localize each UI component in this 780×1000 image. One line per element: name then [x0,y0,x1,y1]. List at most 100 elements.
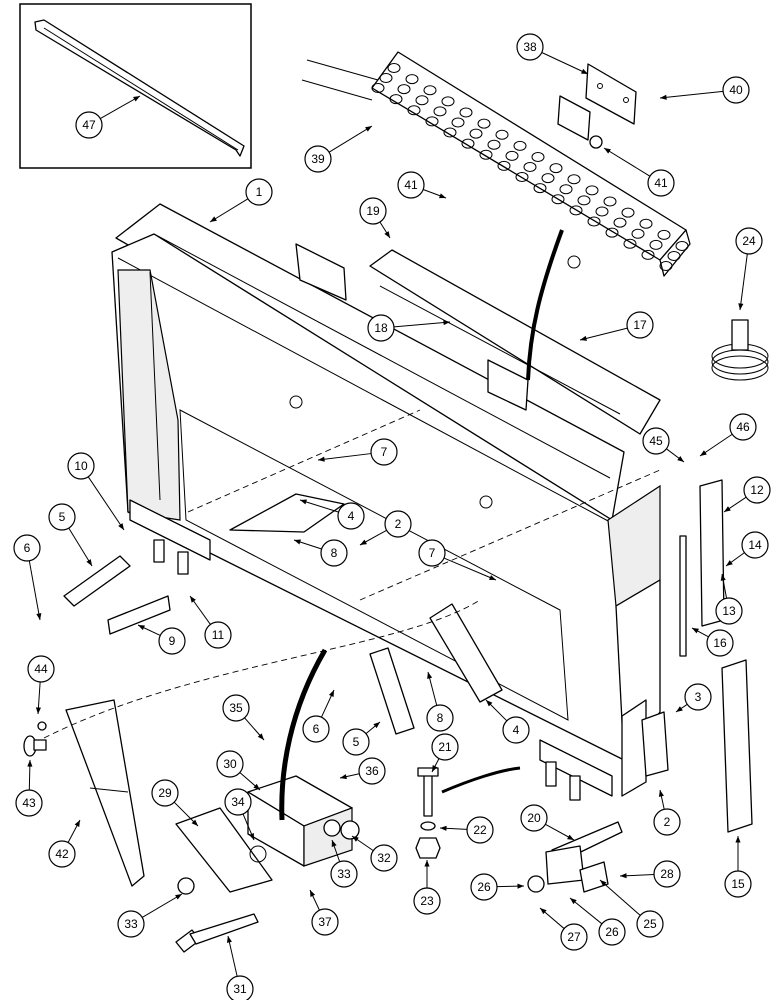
callout-circle [48,503,76,531]
callout-number: 18 [374,321,388,335]
callout-arrowhead [27,760,33,767]
callout-c5a: 5 [48,503,93,567]
callout-number: 21 [438,740,452,754]
callout-arrowhead [253,783,260,790]
callout-number: 30 [223,757,237,771]
callout-arrowhead [692,628,699,634]
callout-circle [729,413,757,441]
callout-c5b: 5 [342,721,381,756]
callout-arrowhead [300,499,307,505]
callout-circle [413,887,441,915]
callout-c36: 36 [339,757,386,785]
callout-c39: 39 [304,125,373,173]
callout-c7b: 7 [418,539,497,581]
callout-circle [320,539,348,567]
callout-number: 25 [643,917,657,931]
callout-arrowhead [191,819,198,826]
callout-circle [724,870,752,898]
callout-circle [224,788,252,816]
callout-c26b: 26 [569,897,626,946]
callout-arrowhead [486,700,493,707]
callout-c6a: 6 [13,534,42,621]
callout-c2a: 2 [359,510,412,546]
callout-c8a: 8 [293,539,348,567]
callout-layer: 1223445566778891011121314151617181920212… [13,33,771,1000]
callout-circle [653,808,681,836]
callout-c27: 27 [539,907,588,951]
callout-circle [647,169,675,197]
callout-circle [75,111,103,139]
callout-leader [599,879,641,916]
plate-hole [667,251,681,261]
plate-hole [551,194,565,205]
callout-number: 41 [654,176,668,190]
callout-circle [367,314,395,342]
callout-arrowhead [443,319,450,326]
bar-9 [107,595,171,635]
callout-arrowhead [210,216,217,222]
callout-arrowhead [318,456,325,462]
callout-leader [603,147,651,177]
callout-arrowhead [138,625,145,631]
callout-c10: 10 [67,452,125,531]
callout-arrowhead [700,450,707,456]
callout-arrowhead [517,883,524,889]
callout-number: 23 [420,894,434,908]
callout-c33b: 33 [117,893,183,938]
strip-15 [721,659,753,833]
callout-arrowhead [331,840,337,847]
plate-hole [479,149,493,160]
callout-c32: 32 [351,835,398,872]
plate-hole [477,118,491,129]
callout-c29: 29 [151,779,199,827]
callout-c45: 45 [642,427,685,463]
callout-arrowhead [676,706,683,712]
callout-leader [317,453,372,461]
plate-hole [659,261,673,271]
callout-number: 17 [633,318,647,332]
callout-circle [302,715,330,743]
callout-c4b: 4 [485,699,530,744]
callout-arrowhead [352,836,359,842]
callout-arrowhead [427,672,433,679]
callout-c37: 37 [309,889,339,936]
callout-number: 10 [74,459,88,473]
callout-leader [579,327,628,341]
callout-arrowhead [489,575,496,580]
callout-c23: 23 [413,860,441,915]
spring-coil-24 [711,319,769,381]
callout-arrowhead [580,335,587,341]
callout-c20: 20 [520,804,575,841]
block-30 [247,775,360,867]
callout-leader [739,253,748,311]
callout-arrowhead [439,193,446,199]
callout-arrowhead [190,596,196,603]
callout-number: 39 [311,152,325,166]
plate-hole [497,160,511,171]
callout-arrowhead [432,765,438,772]
callout-number: 31 [233,982,247,996]
callout-c41b: 41 [603,147,675,197]
callout-circle [653,860,681,888]
callout-number: 26 [605,925,619,939]
callout-circle [722,76,750,104]
callout-c8b: 8 [426,671,454,732]
plate-hole [613,217,627,228]
callout-arrowhead [604,148,611,154]
callout-number: 4 [513,723,520,737]
callout-c35: 35 [222,694,265,741]
callout-number: 4 [348,509,355,523]
callout-number: 14 [748,538,762,552]
callout-number: 26 [477,880,491,894]
plate-hole [425,116,439,127]
callout-c28: 28 [619,860,681,888]
callout-c7a: 7 [317,438,398,466]
callout-arrowhead [658,790,664,797]
callout-circle [706,629,734,657]
callout-arrowhead [738,303,744,310]
plate-hole [461,138,475,149]
plate-hole [423,85,437,96]
bolt-21 [415,767,441,859]
lever-20 [527,821,623,893]
